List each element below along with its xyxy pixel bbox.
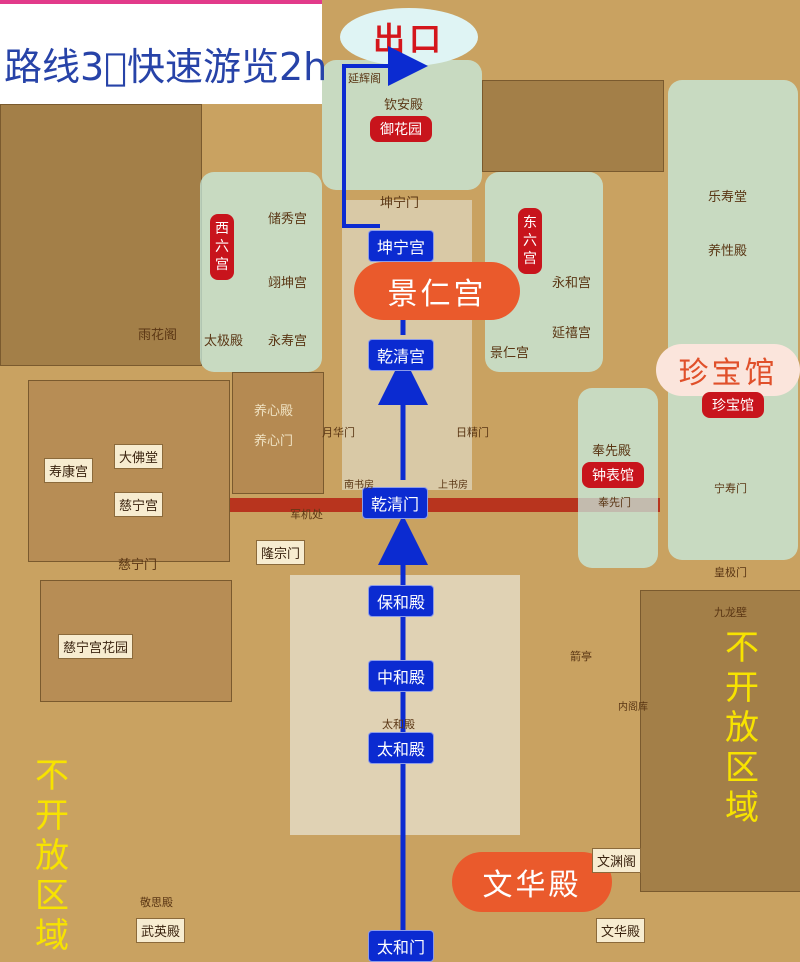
place-nanshufang: 南书房	[344, 480, 374, 491]
place-leshou: 乐寿堂	[708, 190, 748, 205]
clock-museum-label[interactable]: 钟表馆	[582, 462, 644, 488]
place-wenhua-small: 文华殿	[596, 918, 646, 943]
place-jingren: 景仁宫	[490, 346, 530, 361]
place-yongshou: 永寿宫	[268, 334, 308, 349]
route-qianqing-palace[interactable]: 乾清宫	[368, 339, 435, 371]
route-taihe[interactable]: 太和殿	[368, 732, 435, 764]
place-wuying: 武英殿	[136, 918, 186, 943]
route-taihe-gate[interactable]: 太和门	[368, 930, 435, 962]
route-qianqing-gate[interactable]: 乾清门	[362, 487, 429, 519]
map-block-northwest	[0, 104, 202, 366]
treasure-highlight[interactable]: 珍宝馆	[656, 344, 800, 396]
closed-area-left: 不开放区域	[35, 756, 69, 956]
place-jingsi: 敬思殿	[140, 896, 173, 909]
wenhua-highlight[interactable]: 文华殿	[452, 852, 612, 912]
east-six-label[interactable]: 东六宫	[518, 208, 542, 274]
place-cining-gate: 慈宁门	[118, 558, 158, 573]
place-yikun: 翊坤宫	[268, 276, 308, 291]
place-yangxin: 养心殿	[254, 404, 294, 419]
place-cining: 慈宁宫	[114, 492, 164, 517]
place-yangxing: 养性殿	[708, 244, 748, 259]
garden-label[interactable]: 御花园	[370, 116, 432, 142]
route-title: 路线3⃣️快速游览2h	[4, 45, 328, 89]
route-baohe[interactable]: 保和殿	[368, 585, 435, 617]
place-yanxi: 延禧宫	[552, 326, 592, 341]
map-block-yangxin	[232, 372, 324, 494]
place-taiji: 太极殿	[204, 334, 244, 349]
qianqing-wall	[230, 498, 660, 512]
place-yuhua: 雨花阁	[138, 328, 178, 343]
place-junji: 军机处	[290, 508, 323, 521]
place-wenyuan: 文渊阁	[592, 848, 642, 873]
place-rijing: 日精门	[456, 426, 489, 439]
place-yangxin-gate: 养心门	[254, 434, 294, 449]
place-ningshou-gate: 宁寿门	[714, 482, 747, 495]
place-yonghe: 永和宫	[552, 276, 592, 291]
place-jianting: 箭亭	[570, 650, 592, 663]
treasure-label[interactable]: 珍宝馆	[702, 392, 764, 418]
jingren-highlight[interactable]: 景仁宫	[354, 262, 520, 320]
route-kunning[interactable]: 坤宁宫	[368, 230, 435, 262]
map-block-east-closed	[640, 590, 800, 892]
place-yanhui: 延辉阁	[348, 72, 381, 85]
place-kunning-gate: 坤宁门	[380, 196, 420, 211]
title-panel	[0, 0, 322, 104]
place-yuehua: 月华门	[322, 426, 355, 439]
route-zhonghe[interactable]: 中和殿	[368, 660, 435, 692]
place-shoukang: 寿康宫	[44, 458, 94, 483]
map-block-northeast	[482, 80, 664, 172]
closed-area-right: 不开放区域	[725, 628, 759, 828]
place-qinan: 钦安殿	[384, 98, 424, 113]
place-shangshufang: 上书房	[438, 480, 468, 491]
place-taihe-small: 太和殿	[382, 718, 415, 731]
place-chuxiu: 储秀宫	[268, 212, 308, 227]
place-huangji-gate: 皇极门	[714, 566, 747, 579]
place-dafo: 大佛堂	[114, 444, 164, 469]
place-fengxian: 奉先殿	[592, 444, 632, 459]
treasure-zone	[668, 80, 798, 560]
place-fengxian-gate: 奉先门	[598, 496, 631, 509]
place-longzong: 隆宗门	[256, 540, 306, 565]
place-jiulongbi: 九龙壁	[714, 606, 747, 619]
west-six-label[interactable]: 西六宫	[210, 214, 234, 280]
place-neige: 内阁库	[618, 702, 648, 713]
place-cining-garden: 慈宁宫花园	[58, 634, 134, 659]
